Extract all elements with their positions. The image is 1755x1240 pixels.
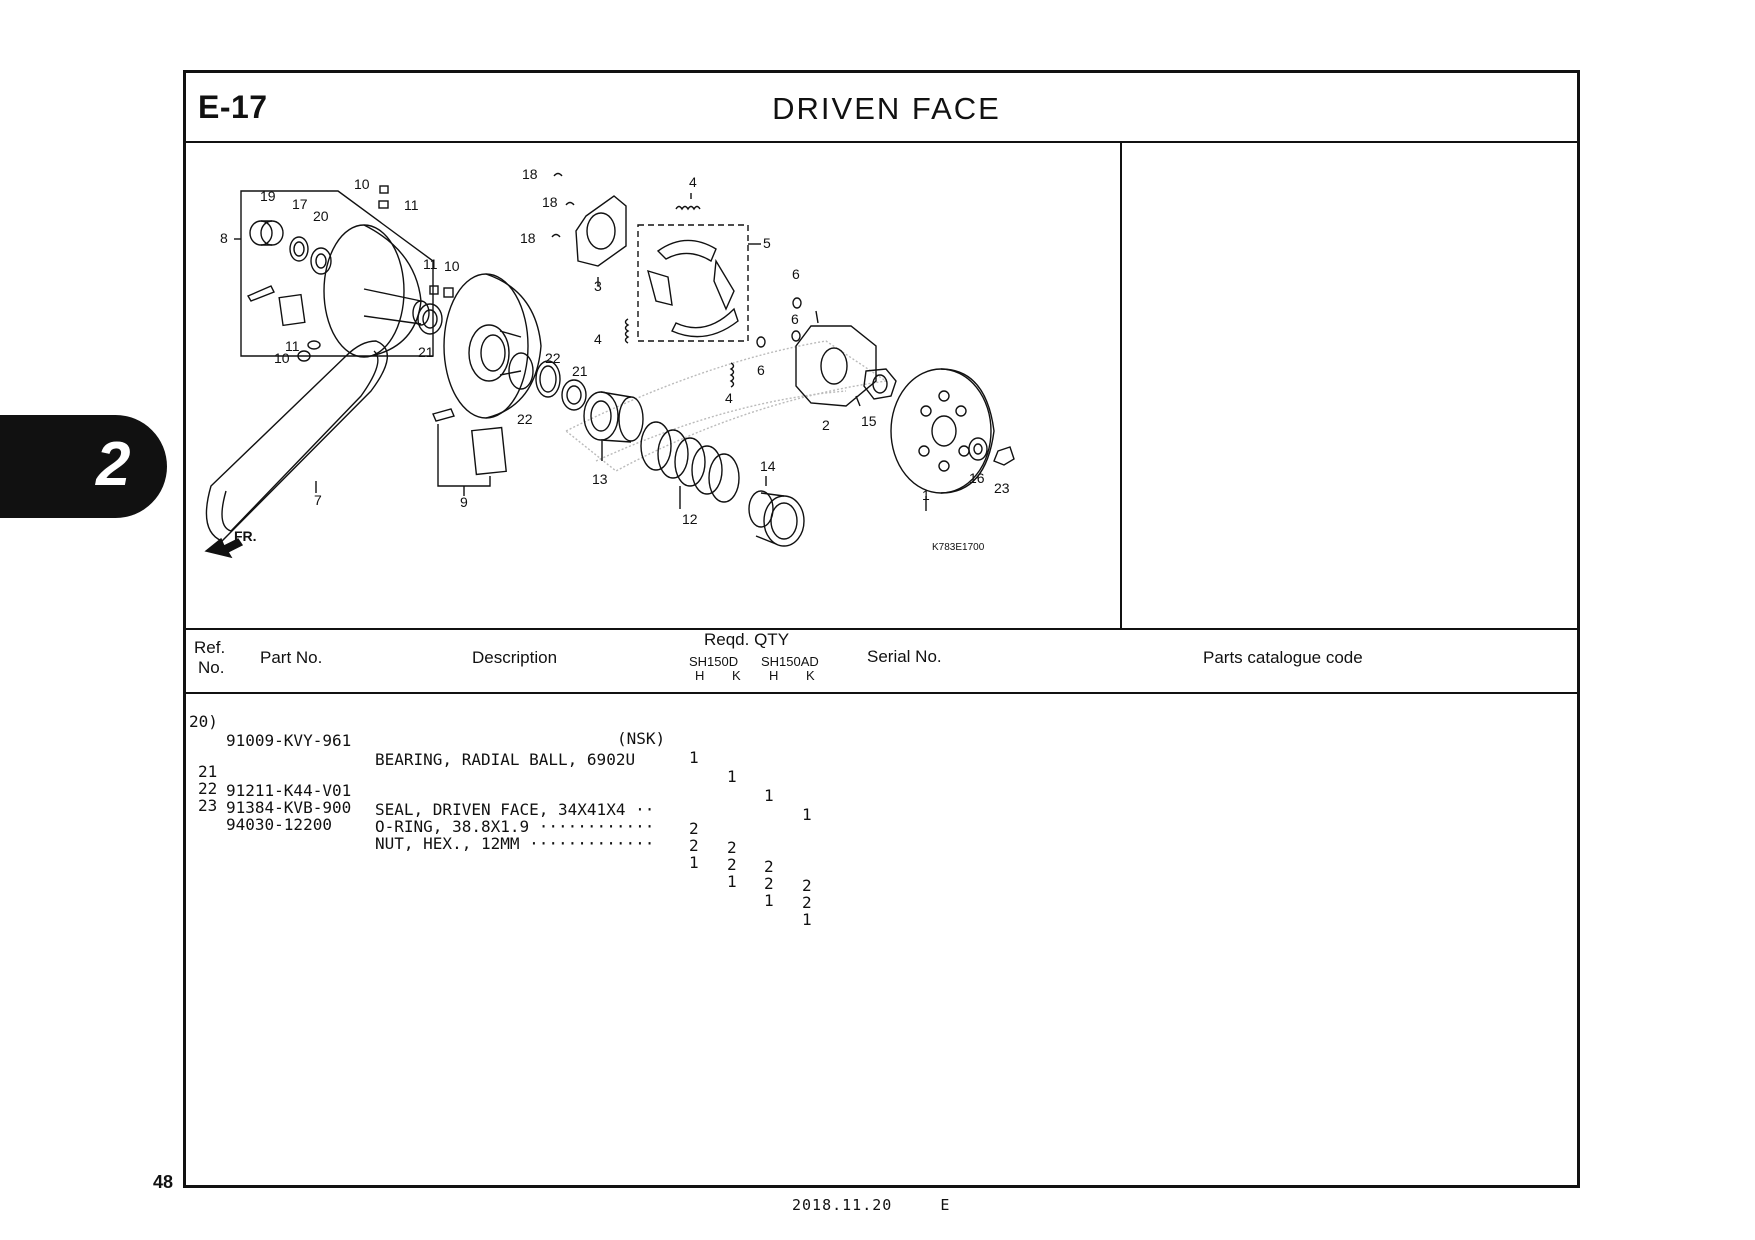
row-qty-k2: 2: [802, 893, 812, 912]
row-ref: 23: [198, 796, 218, 815]
header-col-h1: H: [695, 668, 705, 683]
row-description: BEARING, RADIAL BALL, 6902U: [375, 750, 636, 769]
section-tab-number: 2: [96, 430, 131, 499]
header-part-no: Part No.: [260, 648, 323, 667]
svg-text:18: 18: [520, 230, 536, 246]
row-qty-h1: 1: [689, 853, 699, 872]
row-ref: 20): [189, 712, 218, 731]
header-reqd-qty: Reqd. QTY: [704, 630, 790, 649]
row-qty-k2: 1: [802, 805, 812, 824]
row-description: O-RING, 38.8X1.9 ············: [375, 817, 655, 836]
header-catalogue-code: Parts catalogue code: [1203, 648, 1363, 667]
svg-text:3: 3: [594, 278, 602, 294]
svg-text:12: 12: [682, 511, 698, 527]
svg-text:21: 21: [418, 344, 434, 360]
svg-text:13: 13: [592, 471, 608, 487]
row-qty-h2: 1: [764, 891, 774, 910]
table-row: 21 91211-K44-V01 SEAL, DRIVEN FACE, 34X4…: [186, 743, 1577, 895]
parts-table-header: Ref. No. Part No. Description Reqd. QTY …: [186, 628, 1577, 694]
svg-text:21: 21: [572, 363, 588, 379]
header-model-sh150d: SH150D: [689, 654, 739, 669]
row-part-no: 91384-KVB-900: [226, 798, 352, 817]
svg-text:18: 18: [522, 166, 538, 182]
svg-text:10: 10: [274, 350, 290, 366]
diagram-drawing: 19 17 20 8 10 11 11 10 11 10 21 22 21 22…: [204, 166, 1015, 559]
svg-text:10: 10: [444, 258, 460, 274]
footer: 2018.11.20 E: [792, 1196, 950, 1214]
row-qty-h2: 2: [764, 874, 774, 893]
svg-text:17: 17: [292, 196, 308, 212]
row-ref: 21: [198, 762, 218, 781]
svg-text:10: 10: [354, 176, 370, 192]
row-description-note: (NSK): [617, 729, 666, 748]
svg-text:1: 1: [922, 487, 930, 503]
row-qty-k1: 2: [727, 838, 737, 857]
footer-edition: E: [940, 1196, 951, 1214]
svg-text:19: 19: [260, 188, 276, 204]
row-description: NUT, HEX., 12MM ·············: [375, 834, 655, 853]
page-number: 48: [153, 1172, 174, 1192]
svg-text:14: 14: [760, 458, 776, 474]
header-ref: Ref.: [194, 638, 226, 657]
row-qty-k2: 1: [802, 910, 812, 929]
row-qty-h2: 1: [764, 786, 774, 805]
header-description: Description: [472, 648, 558, 667]
svg-text:23: 23: [994, 480, 1010, 496]
header-col-k1: K: [732, 668, 741, 683]
header-col-h2: H: [769, 668, 779, 683]
row-qty-k1: 2: [727, 855, 737, 874]
row-qty-h2: 2: [764, 857, 774, 876]
row-qty-k1: 1: [727, 767, 737, 786]
svg-text:7: 7: [314, 492, 322, 508]
svg-text:6: 6: [791, 311, 799, 327]
section-title: DRIVEN FACE: [772, 91, 1001, 126]
table-row: 20) 91009-KVY-961 BEARING, RADIAL BALL, …: [186, 693, 1577, 769]
header-model-sh150ad: SH150AD: [761, 654, 819, 669]
svg-text:18: 18: [542, 194, 558, 210]
svg-text:15: 15: [861, 413, 877, 429]
svg-text:22: 22: [517, 411, 533, 427]
svg-text:8: 8: [220, 230, 228, 246]
section-header: E-17 DRIVEN FACE: [186, 73, 1577, 143]
svg-text:11: 11: [423, 256, 438, 272]
row-qty-k1: 1: [727, 872, 737, 891]
row-part-no: 94030-12200: [226, 815, 332, 834]
svg-text:11: 11: [404, 197, 419, 213]
svg-text:4: 4: [689, 174, 697, 190]
svg-text:5: 5: [763, 235, 771, 251]
row-qty-h1: 2: [689, 819, 699, 838]
row-description: SEAL, DRIVEN FACE, 34X41X4 ··: [375, 800, 655, 819]
exploded-parts-diagram: 19 17 20 8 10 11 11 10 11 10 21 22 21 22…: [186, 141, 1122, 628]
footer-date: 2018.11.20: [792, 1196, 893, 1214]
svg-text:4: 4: [725, 390, 733, 406]
svg-text:20: 20: [313, 208, 329, 224]
table-row: 23 94030-12200 NUT, HEX., 12MM ·········…: [186, 777, 1577, 929]
row-qty-h1: 1: [689, 748, 699, 767]
svg-text:11: 11: [285, 338, 300, 354]
header-serial-no: Serial No.: [867, 647, 942, 666]
page-frame: E-17 DRIVEN FACE: [183, 70, 1580, 1188]
header-col-k2: K: [806, 668, 815, 683]
section-code: E-17: [198, 89, 268, 125]
header-ref-no: No.: [198, 658, 225, 677]
row-part-no: 91009-KVY-961: [226, 731, 352, 750]
svg-text:K783E1700: K783E1700: [932, 542, 985, 553]
section-tab: 2: [0, 415, 167, 518]
row-part-no: 91211-K44-V01: [226, 781, 352, 800]
svg-text:16: 16: [969, 470, 985, 486]
svg-text:4: 4: [594, 331, 602, 347]
svg-text:22: 22: [545, 350, 561, 366]
table-row: 22 91384-KVB-900 O-RING, 38.8X1.9 ······…: [186, 760, 1577, 912]
svg-text:FR.: FR.: [234, 528, 257, 544]
row-ref: 22: [198, 779, 218, 798]
svg-text:2: 2: [822, 417, 830, 433]
row-qty-h1: 2: [689, 836, 699, 855]
table-row-continuation: (NSK) 1 1 1 1: [186, 710, 1577, 824]
svg-text:6: 6: [757, 362, 765, 378]
row-qty-k2: 2: [802, 876, 812, 895]
svg-text:9: 9: [460, 494, 468, 510]
svg-text:6: 6: [792, 266, 800, 282]
